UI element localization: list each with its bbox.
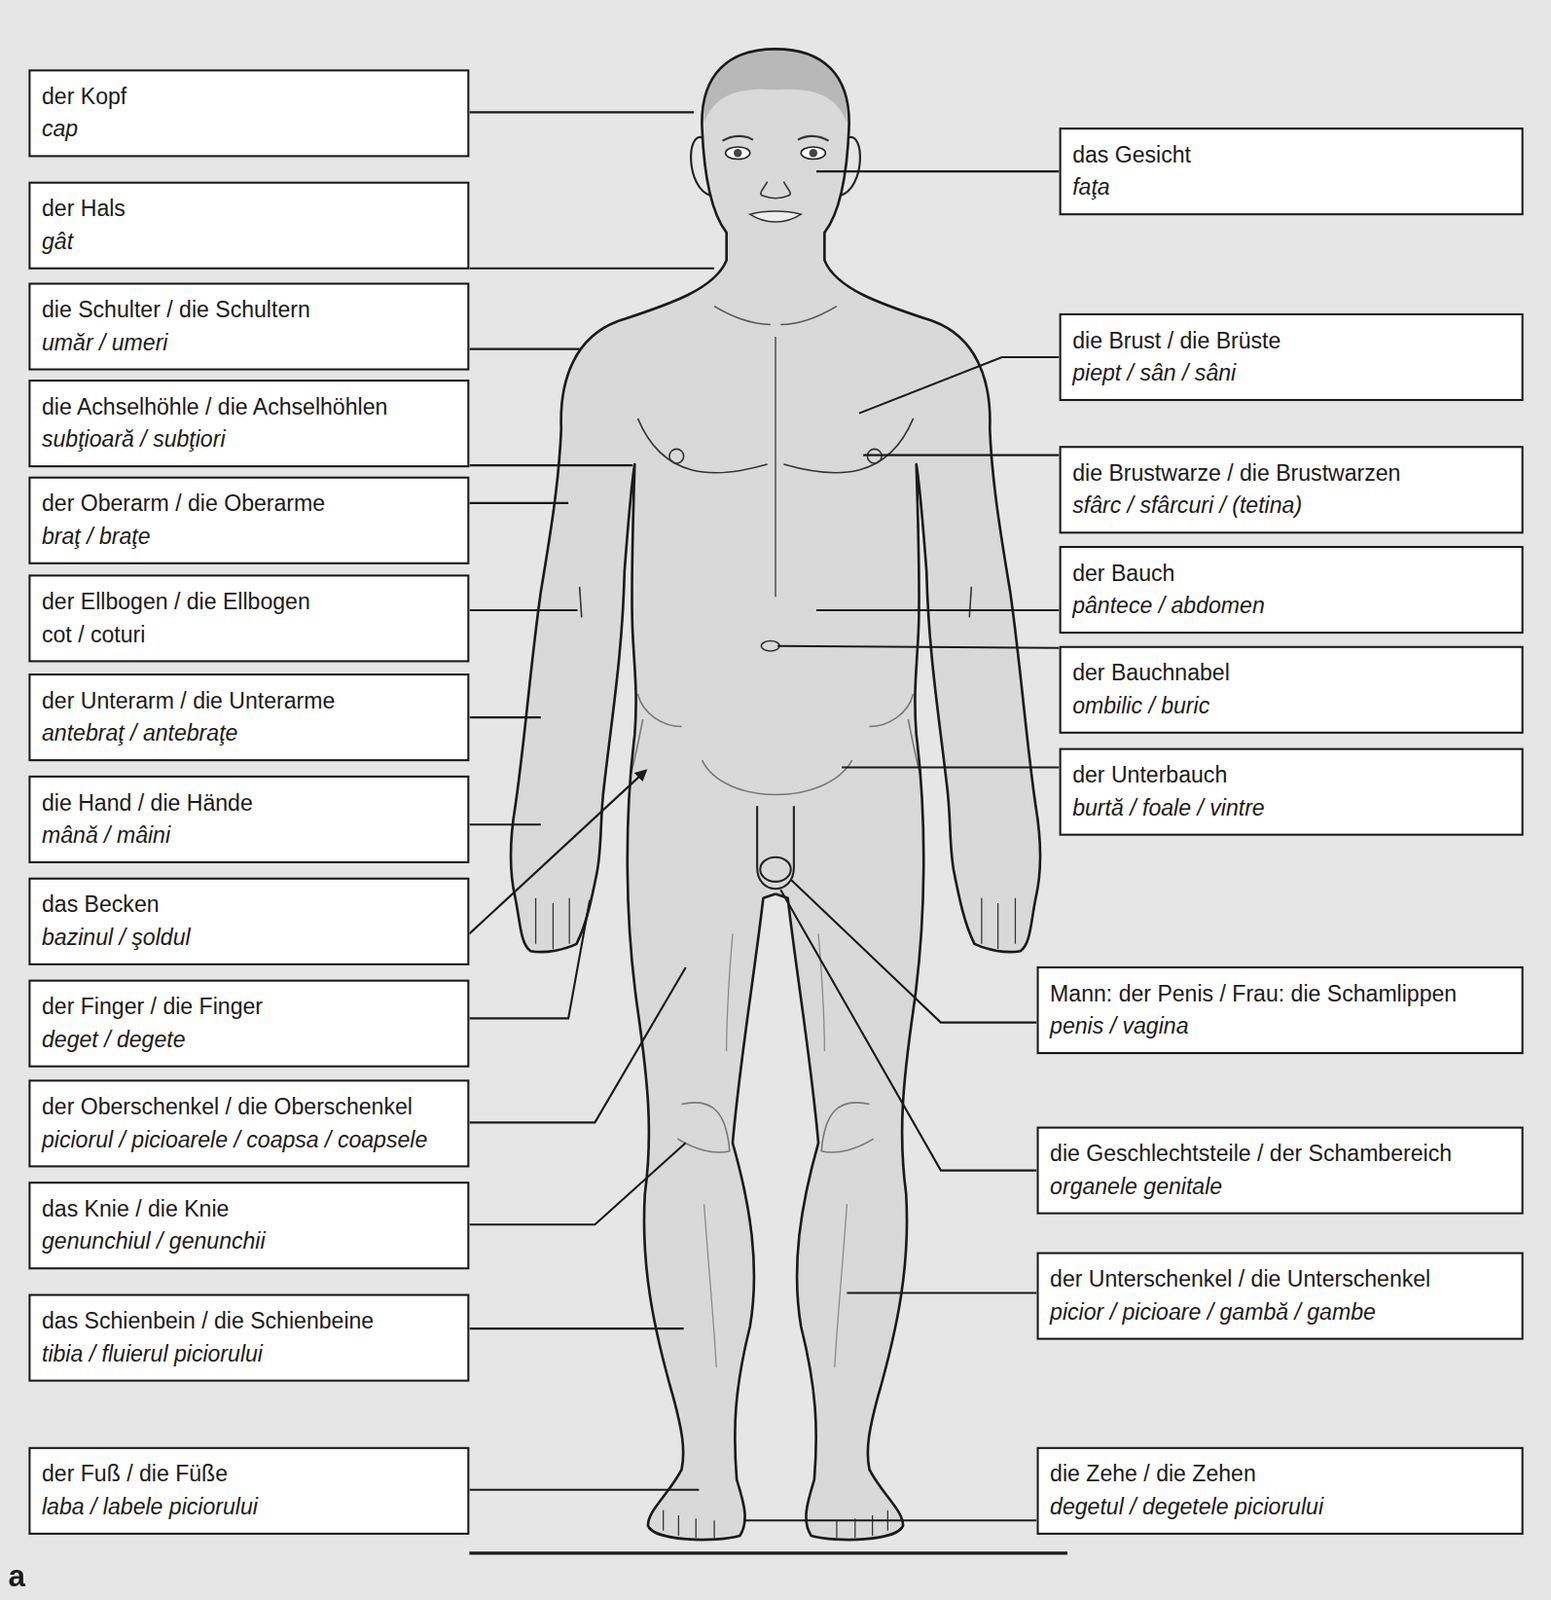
romanian-term: picior / picioare / gambă / gambe: [1049, 1296, 1511, 1330]
romanian-term: tibia / fluierul piciorului: [41, 1337, 457, 1371]
german-term: die Hand / die Hände: [41, 786, 457, 820]
romanian-term: cap: [41, 112, 457, 146]
romanian-term: piciorul / picioarele / coapsa / coapsel…: [41, 1122, 457, 1156]
german-term: der Unterschenkel / die Unterschenkel: [1049, 1262, 1511, 1297]
label-box: die Schulter / die Schulternumăr / umeri: [28, 282, 469, 370]
body-details: [536, 48, 1016, 1538]
german-term: der Hals: [41, 192, 457, 226]
romanian-term: antebraţ / antebraţe: [41, 717, 457, 751]
label-box: der Unterarm / die Unterarmeantebraţ / a…: [28, 673, 469, 761]
label-box: der Bauchpântece / abdomen: [1059, 545, 1524, 634]
label-box: der Unterschenkel / die Unterschenkelpic…: [1036, 1252, 1523, 1340]
romanian-term: umăr / umeri: [41, 326, 457, 361]
german-term: der Fuß / die Füße: [41, 1457, 457, 1491]
german-term: der Bauchnabel: [1072, 656, 1511, 690]
romanian-term: degetul / degetele piciorului: [1049, 1490, 1511, 1524]
romanian-term: gât: [41, 225, 457, 259]
romanian-term: penis / vagina: [1049, 1009, 1511, 1044]
label-box: die Geschlechtsteile / der Schambereicho…: [1036, 1126, 1523, 1215]
label-box: der Fuß / die Füßelaba / labele piciorul…: [28, 1446, 469, 1535]
romanian-term: genunchiul / genunchii: [41, 1225, 457, 1259]
romanian-term: organele genitale: [1049, 1170, 1511, 1204]
label-box: der Finger / die Fingerdeget / degete: [28, 979, 469, 1068]
romanian-term: bazinul / şoldul: [41, 921, 457, 955]
german-term: die Schulter / die Schultern: [41, 293, 457, 327]
german-term: die Zehe / die Zehen: [1049, 1457, 1511, 1491]
german-term: der Kopf: [41, 80, 457, 114]
label-box: der Halsgât: [28, 181, 469, 270]
german-term: die Achselhöhle / die Achselhöhlen: [41, 391, 457, 425]
german-term: das Schienbein / die Schienbeine: [41, 1304, 457, 1338]
romanian-term: cot / coturi: [41, 617, 457, 651]
romanian-term: faţa: [1072, 171, 1511, 205]
ground-line: [468, 1551, 1068, 1554]
german-term: der Unterarm / die Unterarme: [41, 685, 457, 719]
label-box: die Achselhöhle / die Achselhöhlensubţio…: [28, 379, 469, 468]
romanian-term: burtă / foale / vintre: [1072, 792, 1511, 826]
panel-letter: a: [7, 1558, 26, 1594]
german-term: der Bauch: [1072, 556, 1511, 590]
german-term: das Knie / die Knie: [41, 1192, 457, 1227]
romanian-term: mână / mâini: [41, 819, 457, 853]
label-box: der Ellbogen / die Ellbogencot / coturi: [28, 574, 469, 662]
german-term: Mann: der Penis / Frau: die Schamlippen: [1049, 976, 1511, 1010]
romanian-term: deget / degete: [41, 1023, 457, 1057]
label-box: die Zehe / die Zehendegetul / degetele p…: [1036, 1446, 1523, 1535]
label-box: der Kopfcap: [28, 69, 469, 157]
label-box: das Schienbein / die Schienbeinetibia / …: [28, 1293, 469, 1381]
label-box: der Oberschenkel / die Oberschenkelpicio…: [28, 1079, 469, 1167]
german-term: das Becken: [41, 888, 457, 922]
body-fill: [510, 48, 1041, 1540]
german-term: das Gesicht: [1072, 139, 1511, 173]
romanian-term: laba / labele piciorului: [41, 1490, 457, 1524]
label-box: Mann: der Penis / Frau: die Schamlippenp…: [1036, 966, 1523, 1054]
german-term: die Brust / die Brüste: [1072, 324, 1511, 358]
romanian-term: sfârc / sfârcuri / (tetina): [1072, 489, 1511, 523]
german-term: der Ellbogen / die Ellbogen: [41, 585, 457, 619]
german-term: die Brustwarze / die Brustwarzen: [1072, 457, 1511, 491]
label-box: der Unterbauchburtă / foale / vintre: [1059, 748, 1524, 836]
german-term: die Geschlechtsteile / der Schambereich: [1049, 1137, 1511, 1171]
romanian-term: piept / sân / sâni: [1072, 357, 1511, 391]
romanian-term: braţ / braţe: [41, 520, 457, 554]
label-box: das Beckenbazinul / şoldul: [28, 877, 469, 966]
label-box: das Gesichtfaţa: [1059, 127, 1524, 216]
label-box: das Knie / die Kniegenunchiul / genunchi…: [28, 1181, 469, 1269]
german-term: der Finger / die Finger: [41, 990, 457, 1024]
label-box: der Bauchnabelombilic / buric: [1059, 646, 1524, 734]
label-box: die Brustwarze / die Brustwarzensfârc / …: [1059, 445, 1524, 534]
label-box: die Hand / die Händemână / mâini: [28, 775, 469, 864]
german-term: der Unterbauch: [1072, 758, 1511, 793]
german-term: der Oberschenkel / die Oberschenkel: [41, 1090, 457, 1124]
label-box: der Oberarm / die Oberarmebraţ / braţe: [28, 476, 469, 565]
german-term: der Oberarm / die Oberarme: [41, 487, 457, 521]
leader-lines: [468, 111, 1059, 1520]
body-outline: [510, 48, 1041, 1540]
romanian-term: pântece / abdomen: [1072, 589, 1511, 623]
romanian-term: subţioară / subţiori: [41, 423, 457, 457]
romanian-term: ombilic / buric: [1072, 689, 1511, 723]
label-box: die Brust / die Brüstepiept / sân / sâni: [1059, 313, 1524, 401]
